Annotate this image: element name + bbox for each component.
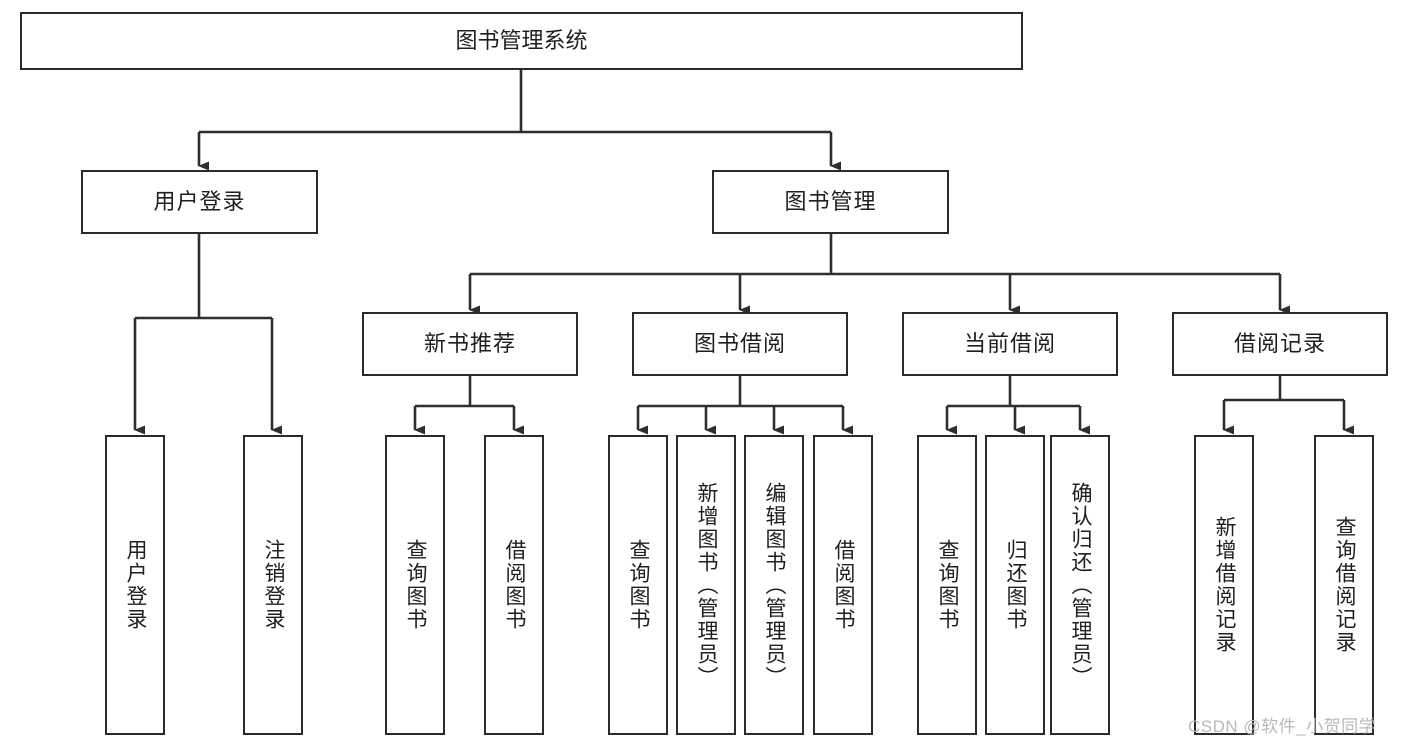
leaf-recommend-query-book[interactable]: 查询图书 [385,435,445,735]
node-label: 借阅图书 [832,539,856,631]
node-book-borrow[interactable]: 图书借阅 [632,312,848,376]
node-user-login[interactable]: 用户登录 [81,170,318,234]
node-label: 确认归还（管理员） [1069,481,1093,689]
leaf-record-query-record[interactable]: 查询借阅记录 [1314,435,1374,735]
node-label: 查询图书 [404,539,428,631]
node-label: 查询图书 [627,539,651,631]
node-label: 新增图书（管理员） [695,481,719,689]
node-new-book-recommend[interactable]: 新书推荐 [362,312,578,376]
leaf-current-query-book[interactable]: 查询图书 [917,435,977,735]
node-label: 编辑图书（管理员） [763,481,787,689]
node-label: 用户登录 [153,189,246,215]
node-label: 借阅记录 [1233,331,1326,357]
leaf-borrow-add-book-admin[interactable]: 新增图书（管理员） [676,435,736,735]
node-label: 注销登录 [262,539,286,631]
node-label: 查询图书 [936,539,960,631]
node-label: 借阅图书 [503,539,527,631]
node-label: 用户登录 [124,539,148,631]
leaf-recommend-borrow-book[interactable]: 借阅图书 [484,435,544,735]
leaf-current-confirm-return-admin[interactable]: 确认归还（管理员） [1050,435,1110,735]
leaf-borrow-borrow-book[interactable]: 借阅图书 [813,435,873,735]
node-label: 当前借阅 [963,331,1056,357]
leaf-borrow-edit-book-admin[interactable]: 编辑图书（管理员） [744,435,804,735]
node-label: 查询借阅记录 [1333,516,1357,654]
leaf-record-add-record[interactable]: 新增借阅记录 [1194,435,1254,735]
leaf-user-login-login[interactable]: 用户登录 [105,435,165,735]
node-book-management[interactable]: 图书管理 [712,170,949,234]
leaf-user-login-logout[interactable]: 注销登录 [243,435,303,735]
node-label: 归还图书 [1004,539,1028,631]
node-label: 新书推荐 [423,331,516,357]
node-label: 图书借阅 [693,331,786,357]
leaf-current-return-book[interactable]: 归还图书 [985,435,1045,735]
leaf-borrow-query-book[interactable]: 查询图书 [608,435,668,735]
node-label: 新增借阅记录 [1213,516,1237,654]
node-root-system[interactable]: 图书管理系统 [20,12,1023,70]
node-current-borrow[interactable]: 当前借阅 [902,312,1118,376]
csdn-watermark: CSDN @软件_小贺同学 [1188,717,1377,736]
node-borrow-record[interactable]: 借阅记录 [1172,312,1388,376]
node-label: 图书管理 [784,189,877,215]
node-label: 图书管理系统 [455,28,588,54]
